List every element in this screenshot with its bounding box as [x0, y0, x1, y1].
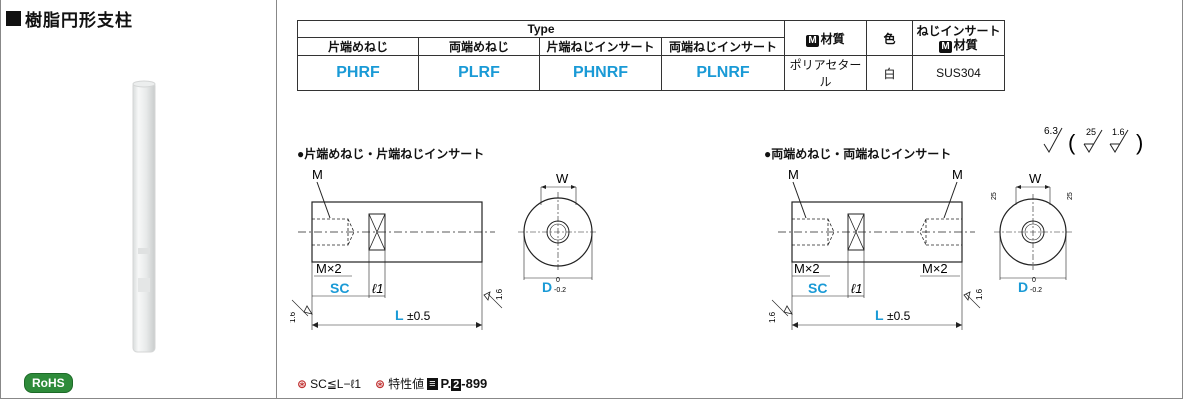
d1-m-label: M: [312, 167, 323, 182]
d2-w-label: W: [1029, 171, 1042, 186]
drawing2-diagram: M M M×2 M×2 SC ℓ1 L ±0.5 1.6 1.6 W 25 25…: [768, 167, 1074, 330]
rohs-badge: RoHS: [24, 373, 73, 393]
product-image: [132, 80, 156, 353]
code-phnrf: PHNRF: [539, 55, 662, 91]
type-col-2: 片端ねじインサート: [539, 37, 662, 56]
d2-l-label: L: [875, 307, 884, 323]
type-header: Type: [297, 20, 785, 38]
type-col-0: 片端めねじ: [297, 37, 419, 56]
material-header-text: 材質: [820, 31, 845, 46]
d2-m2-right: M×2: [922, 261, 948, 276]
product-title: 樹脂円形支柱: [6, 6, 133, 31]
d2-d-label: D: [1018, 279, 1028, 295]
material-logo-icon: M: [806, 34, 819, 47]
finish-a-value: 25: [1086, 127, 1096, 137]
caution-icon-2: ⊛: [375, 376, 386, 391]
d1-dtol-top: 0: [556, 277, 560, 284]
drawing1-diagram: M M×2 SC ℓ1 L ±0.5 1.6 1.6 W D 0 -0.2: [290, 167, 598, 330]
ref-prefix: P.: [440, 376, 452, 391]
d2-dtol-bot: -0.2: [1030, 287, 1042, 294]
d2-sc-label: SC: [808, 280, 827, 296]
square-bullet-icon: [6, 11, 21, 26]
drawing2-title: ●両端めねじ・両端ねじインサート: [764, 147, 952, 161]
material-value: ポリアセタール: [784, 55, 867, 91]
insert-header-line2-text: 材質: [953, 37, 978, 52]
d1-l-label: L: [395, 307, 404, 323]
ref-book-number: 2: [451, 379, 462, 391]
d2-dtol-top: 0: [1032, 277, 1036, 284]
product-title-text: 樹脂円形支柱: [25, 11, 133, 30]
svg-text:(: (: [1068, 130, 1076, 155]
insert-material-value: SUS304: [912, 55, 1005, 91]
d1-d-label: D: [542, 279, 552, 295]
d1-m2-label: M×2: [316, 261, 342, 276]
caution-icon: ⊛: [297, 376, 308, 391]
d2-rough-left: 1.6: [768, 311, 777, 323]
footer-note-props: 特性値: [388, 377, 425, 391]
code-plnrf: PLNRF: [661, 55, 785, 91]
ref-page-number: -899: [461, 376, 488, 391]
d2-rough25-left: 25: [991, 192, 998, 200]
color-header: 色: [866, 20, 913, 56]
d2-m-label-right: M: [952, 167, 963, 182]
finish-b-value: 1.6: [1112, 127, 1125, 137]
footer-note-sc: SC≦L−ℓ1: [310, 376, 362, 391]
finish-main-value: 6.3: [1044, 126, 1058, 137]
d1-rough-left: 1.6: [290, 311, 297, 323]
d1-rough-right: 1.6: [495, 288, 504, 300]
d1-l1-label: ℓ1: [372, 281, 383, 296]
footer-notes: ⊛ SC≦L−ℓ1 ⊛ 特性値 ≡ P.2-899: [297, 375, 487, 392]
d2-rough-right: 1.6: [975, 288, 984, 300]
d2-m-label-left: M: [788, 167, 799, 182]
code-phrf: PHRF: [297, 55, 419, 91]
d2-rough25-right: 25: [1067, 192, 1074, 200]
drawing1-title: ●片端めねじ・片端ねじインサート: [297, 147, 485, 161]
d2-l1-label: ℓ1: [851, 281, 862, 296]
page-reference-link[interactable]: P.2-899: [440, 376, 488, 391]
color-value: 白: [866, 55, 913, 91]
d1-w-label: W: [556, 171, 569, 186]
d2-ltol: ±0.5: [887, 309, 911, 323]
product-panel: 樹脂円形支柱 RoHS: [0, 0, 277, 399]
type-col-1: 両端めねじ: [418, 37, 540, 56]
surface-finish-symbol: 6.3 ( 25 1.6 ): [1043, 126, 1143, 155]
code-plrf: PLRF: [418, 55, 540, 91]
insert-header-line1: ねじインサート: [916, 23, 1001, 38]
d1-dtol-bot: -0.2: [554, 287, 566, 294]
book-reference-icon: ≡: [427, 377, 438, 390]
d1-sc-label: SC: [330, 280, 349, 296]
svg-text:): ): [1136, 130, 1143, 155]
insert-material-logo-icon: M: [939, 40, 952, 53]
d1-ltol: ±0.5: [407, 309, 431, 323]
type-col-3: 両端ねじインサート: [661, 37, 785, 56]
d2-m2-left: M×2: [794, 261, 820, 276]
